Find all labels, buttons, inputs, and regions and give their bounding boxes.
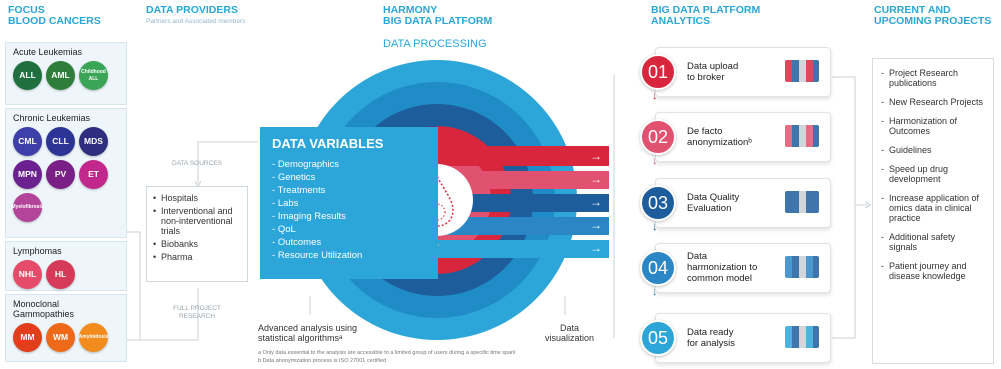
- cancer-group-title: Acute Leukemias: [13, 47, 83, 57]
- data-variables-title: DATA VARIABLES: [272, 136, 384, 151]
- cancer-dot: NHL: [13, 260, 42, 289]
- cancer-dot: AML: [46, 61, 75, 90]
- cancer-dot: ET: [79, 160, 108, 189]
- variable-item: - Outcomes: [272, 237, 322, 248]
- cancer-dot: WM: [46, 323, 75, 352]
- step-label: Data harmonization to common model: [687, 251, 758, 284]
- data-sources-label: DATA SOURCES: [172, 160, 222, 167]
- cancer-dot: Myelofibrosis: [11, 193, 44, 222]
- cancer-dot: MDS: [79, 127, 108, 156]
- footnote-b: b Data anonymization process is ISO 2700…: [258, 358, 387, 364]
- step-down-arrow: ↓: [652, 155, 658, 167]
- project-item: Increase application of omics data in cl…: [881, 193, 985, 223]
- band-arrow: →: [590, 195, 602, 209]
- step-icon: [785, 125, 819, 147]
- step-number: 04: [640, 250, 676, 286]
- cancer-group-title: Chronic Leukemias: [13, 113, 91, 123]
- cancer-dot: Childhood ALL: [79, 61, 108, 90]
- project-item: Guidelines: [881, 145, 985, 155]
- step-number: 03: [640, 185, 676, 221]
- variable-item: - Demographics: [272, 159, 340, 170]
- advanced-analysis-label: Advanced analysis using statistical algo…: [258, 323, 358, 343]
- analytics-header: BIG DATA PLATFORM ANALYTICS: [651, 4, 761, 27]
- project-item: Speed up drug development: [881, 164, 985, 184]
- processing-title: DATA PROCESSING: [383, 38, 487, 50]
- cancer-group-title: Lymphomas: [13, 246, 62, 256]
- project-item: Harmonization of Outcomes: [881, 116, 985, 136]
- step-number: 02: [640, 119, 676, 155]
- harmony-header: HARMONY BIG DATA PLATFORM: [383, 4, 493, 27]
- cancer-dot: PV: [46, 160, 75, 189]
- step-label: Data Quality Evaluation: [687, 192, 740, 214]
- project-item: New Research Projects: [881, 97, 985, 107]
- cancer-dot: MM: [13, 323, 42, 352]
- provider-item: Biobanks: [153, 239, 241, 249]
- visualization-label: Data visualization: [545, 323, 595, 343]
- band-arrow: →: [590, 241, 602, 255]
- step-icon: [785, 326, 819, 348]
- project-item: Patient journey and disease knowledge: [881, 261, 985, 281]
- data-variables-box: DATA VARIABLES - Demographics - Genetics…: [260, 127, 438, 279]
- cancer-dot: CLL: [46, 127, 75, 156]
- footnote-a: a Only data essential to the analysis ar…: [258, 350, 516, 356]
- band-arrow: →: [590, 149, 602, 163]
- providers-subheader: Partners and Associated members: [146, 18, 246, 25]
- step-down-arrow: ↓: [652, 90, 658, 102]
- step-label: De facto anonymizationᵇ: [687, 126, 752, 148]
- providers-list: Hospitals Interventional and non-interve…: [146, 186, 248, 282]
- variable-item: - Genetics: [272, 172, 316, 183]
- step-number: 05: [640, 320, 676, 356]
- projects-header: CURRENT AND UPCOMING PROJECTS: [874, 4, 992, 27]
- project-item: Additional safety signals: [881, 232, 985, 252]
- cancer-dot: ALL: [13, 61, 42, 90]
- variable-item: - QoL: [272, 224, 296, 235]
- step-icon: [785, 256, 819, 278]
- band-arrow: →: [590, 218, 602, 232]
- providers-header: DATA PROVIDERS: [146, 4, 238, 16]
- variable-item: - Imaging Results: [272, 211, 346, 222]
- step-down-arrow: ↓: [652, 221, 658, 233]
- step-number: 01: [640, 54, 676, 90]
- step-label: Data ready for analysis: [687, 327, 736, 349]
- project-item: Project Research publications: [881, 68, 985, 88]
- focus-header: FOCUS BLOOD CANCERS: [8, 4, 101, 27]
- provider-item: Hospitals: [153, 193, 241, 203]
- variable-item: - Resource Utilization: [272, 250, 363, 261]
- projects-list: Project Research publications New Resear…: [872, 58, 994, 364]
- full-project-label: FULL PROJECT RESEARCH: [173, 305, 221, 320]
- step-label: Data upload to broker: [687, 61, 739, 83]
- step-icon: [785, 191, 819, 213]
- cancer-dot: MPN: [13, 160, 42, 189]
- cancer-group-title: Monoclonal Gammopathies: [13, 299, 75, 319]
- step-down-arrow: ↓: [652, 286, 658, 298]
- step-icon: [785, 60, 819, 82]
- provider-item: Interventional and non-interventional tr…: [153, 206, 241, 236]
- variable-item: - Labs: [272, 198, 299, 209]
- cancer-dot: Amyloidosis: [79, 323, 108, 352]
- band-arrow: →: [590, 172, 602, 186]
- cancer-dot: HL: [46, 260, 75, 289]
- cancer-dot: CML: [13, 127, 42, 156]
- variable-item: - Treatments: [272, 185, 326, 196]
- provider-item: Pharma: [153, 252, 241, 262]
